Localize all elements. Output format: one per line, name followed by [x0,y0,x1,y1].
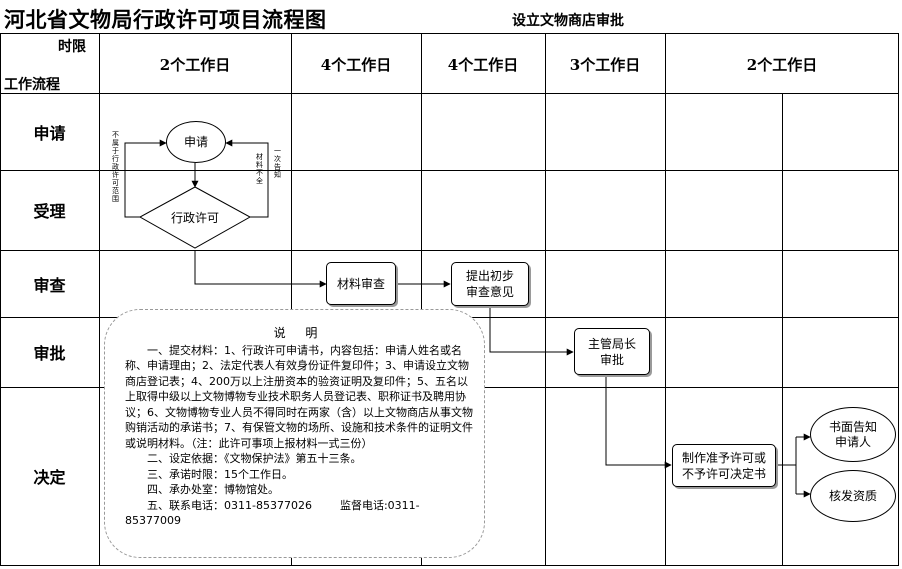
node-initial-opinion: 提出初步审查意见 [451,262,529,306]
grid-line-col3 [545,33,546,565]
arrow-opinion-to-director [489,306,574,356]
column-header-2: 4个工作日 [320,55,392,74]
arrow-director-to-decision [605,375,672,469]
node-make-decision: 制作准予许可或不予许可决定书 [672,444,776,487]
column-header-5: 2个工作日 [746,55,818,74]
notes-item-materials: 一、提交材料：1、行政许可申请书，内容包括：申请人姓名或名称、申请理由；2、法定… [125,343,473,450]
notes-item-time-limit: 三、承诺时限：15个工作日。 [147,467,293,481]
node-apply: 申请 [166,121,226,163]
row-label-apply: 申请 [33,123,66,143]
column-header-1: 2个工作日 [159,55,231,74]
grid-line-col1 [291,33,292,565]
column-header-4: 3个工作日 [569,55,641,74]
page-title: 河北省文物局行政许可项目流程图 [4,7,327,32]
grid-line-row1 [0,170,898,171]
grid-line-col0 [99,33,100,565]
node-notify-applicant: 书面告知申请人 [810,407,896,462]
arrow-left-loop [124,139,167,218]
grid-line-col2 [421,33,422,565]
node-admin-permit-label: 行政许可 [170,211,219,225]
arrow-right-loop [225,139,269,218]
notes-supervise-phone: 监督电话:0311-85377009 [125,498,420,528]
corner-time-label: 时限 [58,39,86,55]
notes-item-office: 四、承办处室：博物馆处。 [147,483,279,496]
arrow-permit-to-review [194,250,327,288]
node-issue-qualification: 核发资质 [810,470,896,522]
notes-panel: 说 明 一、提交材料：1、行政许可申请书，内容包括：申请人姓名或名称、申请理由；… [104,309,485,558]
grid-line-col4 [665,33,666,565]
grid-line-col5 [782,93,783,565]
corner-flow-label: 工作流程 [4,77,60,93]
side-note-not-in-scope: 不属于行政许可范围 [112,131,119,203]
node-material-review: 材料审查 [326,262,396,305]
grid-line-header [0,93,898,94]
row-label-approve: 审批 [33,344,66,363]
side-note-incomplete: 材料不全 [256,153,263,185]
notes-contact-phone: 五、联系电话：0311-85377026 [147,498,312,512]
row-label-accept: 受理 [33,202,66,221]
side-note-one-time-notice: 一次告知 [274,147,281,179]
admin-permit-diamond-shape [138,186,252,249]
notes-title: 说 明 [273,326,326,340]
notes-item-basis: 二、设定依据：《文物保护法》第五十三条。 [147,452,362,465]
table-frame [0,33,899,566]
row-label-decide: 决定 [33,468,66,487]
page-subtitle: 设立文物商店审批 [512,13,624,29]
row-label-review: 审查 [33,275,66,295]
grid-line-row2 [0,250,898,251]
node-director-approve: 主管局长审批 [574,328,650,375]
column-header-3: 4个工作日 [447,55,519,74]
